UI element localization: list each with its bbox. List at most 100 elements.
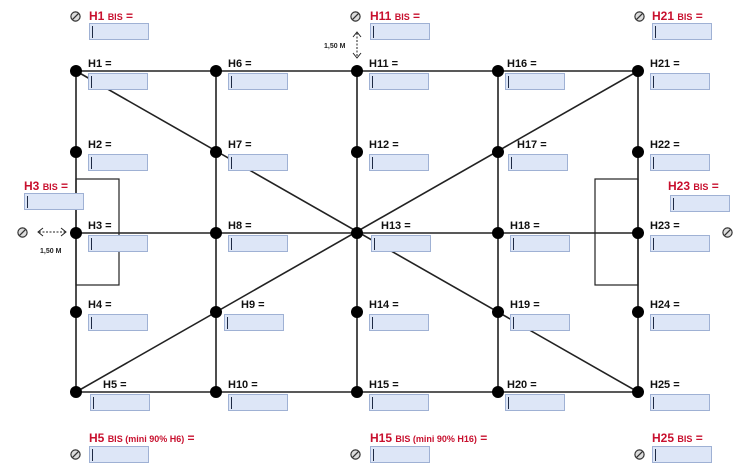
grid-node-h14 [351, 306, 363, 318]
h13-label: H13 = [381, 220, 411, 232]
h3-input[interactable] [88, 235, 148, 252]
h2-label: H2 = [88, 139, 112, 151]
h25-label: H25 = [650, 379, 680, 391]
h12-label: H12 = [369, 139, 399, 151]
h1-label: H1 = [88, 58, 112, 70]
h3-bis-input[interactable] [24, 193, 84, 210]
grid-node-h24 [632, 306, 644, 318]
h24-label: H24 = [650, 299, 680, 311]
h3-label: H3 = [88, 220, 112, 232]
h5-label: H5 = [103, 379, 127, 391]
h21-bis-input[interactable] [652, 23, 712, 40]
grid-node-h23 [632, 227, 644, 239]
h11-bis-label: H11 BIS = [370, 9, 421, 23]
h22-label: H22 = [650, 139, 680, 151]
grid-node-h16 [492, 65, 504, 77]
h5-bis-input[interactable] [89, 446, 149, 463]
h23-bis-label: H23 BIS = [668, 179, 719, 193]
grid-nodes [70, 65, 644, 398]
grid-node-h1 [70, 65, 82, 77]
double-arrow-icon [37, 227, 67, 237]
h19-input[interactable] [510, 314, 570, 331]
h4-label: H4 = [88, 299, 112, 311]
h18-input[interactable] [510, 235, 570, 252]
goal-box-right [594, 178, 639, 286]
distance-label-top: 1,50 M [324, 43, 346, 50]
h19-label: H19 = [510, 299, 540, 311]
h3-bis-label: H3 BIS = [24, 179, 69, 193]
grid-node-h25 [632, 386, 644, 398]
h1-input[interactable] [88, 73, 148, 90]
h15-bis-label: H15 BIS (mini 90% H16) = [370, 431, 488, 445]
grid-node-h3 [70, 227, 82, 239]
grid-node-h9 [210, 306, 222, 318]
h10-input[interactable] [228, 394, 288, 411]
circle-slash-icon [350, 11, 361, 22]
h13-input[interactable] [371, 235, 431, 252]
h25-bis-label: H25 BIS = [652, 431, 703, 445]
h6-label: H6 = [228, 58, 252, 70]
grid-node-h5 [70, 386, 82, 398]
h11-input[interactable] [369, 73, 429, 90]
h16-input[interactable] [505, 73, 565, 90]
h25-input[interactable] [650, 394, 710, 411]
h5-bis-label: H5 BIS (mini 90% H6) = [89, 431, 195, 445]
h14-label: H14 = [369, 299, 399, 311]
circle-slash-icon [634, 449, 645, 460]
circle-slash-icon [70, 11, 81, 22]
grid-node-h18 [492, 227, 504, 239]
grid-node-h20 [492, 386, 504, 398]
h8-input[interactable] [228, 235, 288, 252]
distance-label-left: 1,50 M [40, 248, 62, 255]
h16-label: H16 = [507, 58, 537, 70]
h1-bis-input[interactable] [89, 23, 149, 40]
h9-label: H9 = [241, 299, 265, 311]
h7-input[interactable] [228, 154, 288, 171]
h18-label: H18 = [510, 220, 540, 232]
h21-label: H21 = [650, 58, 680, 70]
circle-slash-icon [722, 227, 733, 238]
h7-label: H7 = [228, 139, 252, 151]
h12-input[interactable] [369, 154, 429, 171]
grid-node-h11 [351, 65, 363, 77]
grid-node-h10 [210, 386, 222, 398]
double-arrow-icon [352, 31, 362, 59]
h20-input[interactable] [505, 394, 565, 411]
grid-node-h21 [632, 65, 644, 77]
h23-input[interactable] [650, 235, 710, 252]
h25-bis-input[interactable] [652, 446, 712, 463]
h6-input[interactable] [228, 73, 288, 90]
grid-node-h13 [351, 227, 363, 239]
circle-slash-icon [17, 227, 28, 238]
h21-bis-label: H21 BIS = [652, 9, 703, 23]
h21-input[interactable] [650, 73, 710, 90]
h23-label: H23 = [650, 220, 680, 232]
h15-label: H15 = [369, 379, 399, 391]
grid-node-h17 [492, 146, 504, 158]
h5-input[interactable] [90, 394, 150, 411]
h11-bis-input[interactable] [370, 23, 430, 40]
h23-bis-input[interactable] [670, 195, 730, 212]
circle-slash-icon [634, 11, 645, 22]
h24-input[interactable] [650, 314, 710, 331]
h4-input[interactable] [88, 314, 148, 331]
h9-input[interactable] [224, 314, 284, 331]
grid-node-h4 [70, 306, 82, 318]
h22-input[interactable] [650, 154, 710, 171]
h15-input[interactable] [369, 394, 429, 411]
grid-node-h19 [492, 306, 504, 318]
h14-input[interactable] [369, 314, 429, 331]
h15-bis-input[interactable] [370, 446, 430, 463]
h2-input[interactable] [88, 154, 148, 171]
grid-node-h6 [210, 65, 222, 77]
grid-node-h2 [70, 146, 82, 158]
h10-label: H10 = [228, 379, 258, 391]
h20-label: H20 = [507, 379, 537, 391]
h17-label: H17 = [517, 139, 547, 151]
h1-bis-label: H1 BIS = [89, 9, 134, 23]
grid-node-h22 [632, 146, 644, 158]
h17-input[interactable] [508, 154, 568, 171]
h8-label: H8 = [228, 220, 252, 232]
circle-slash-icon [70, 449, 81, 460]
